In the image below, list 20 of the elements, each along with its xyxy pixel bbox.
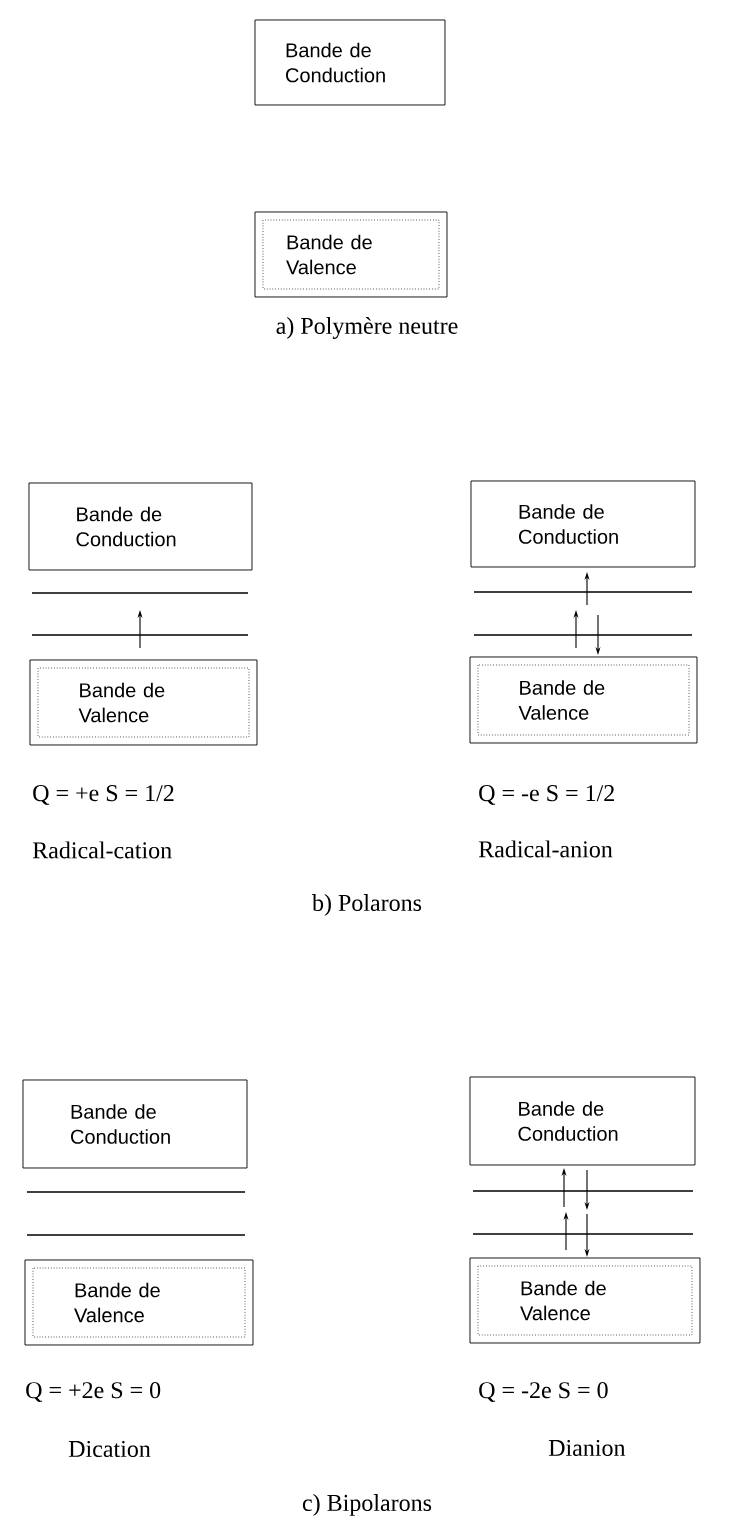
caption-text: Q = +2e S = 0: [26, 1382, 161, 1402]
caption-text: Dianion: [548, 1439, 626, 1457]
valence-band-box: Bande de Valence: [254, 211, 448, 298]
caption-text: b) Polarons: [312, 894, 422, 916]
conduction-band-box: Bande de Conduction: [28, 482, 253, 571]
valence-band-box: Bande de Valence: [469, 1257, 701, 1344]
valence-band-box: Bande de Valence: [469, 656, 698, 744]
valence-band-box: Bande de Valence: [29, 659, 258, 746]
conduction-band-box: Bande de Conduction: [254, 19, 446, 106]
conduction-band-box: Bande de Conduction: [470, 480, 696, 568]
caption-text: Q = -e S = 1/2: [479, 785, 614, 805]
conduction-band-box: Bande de Conduction: [469, 1076, 696, 1166]
caption-text: Q = -2e S = 0: [479, 1382, 608, 1402]
caption-text: Q = +e S = 1/2: [33, 785, 174, 805]
caption-text: Radical-anion: [478, 840, 613, 858]
caption-text: c) Bipolarons: [302, 1494, 432, 1516]
conduction-band-box: Bande de Conduction: [22, 1079, 248, 1169]
caption-text: Dication: [68, 1440, 151, 1458]
valence-band-box: Bande de Valence: [24, 1259, 254, 1346]
caption-text: Radical-cation: [32, 841, 172, 859]
